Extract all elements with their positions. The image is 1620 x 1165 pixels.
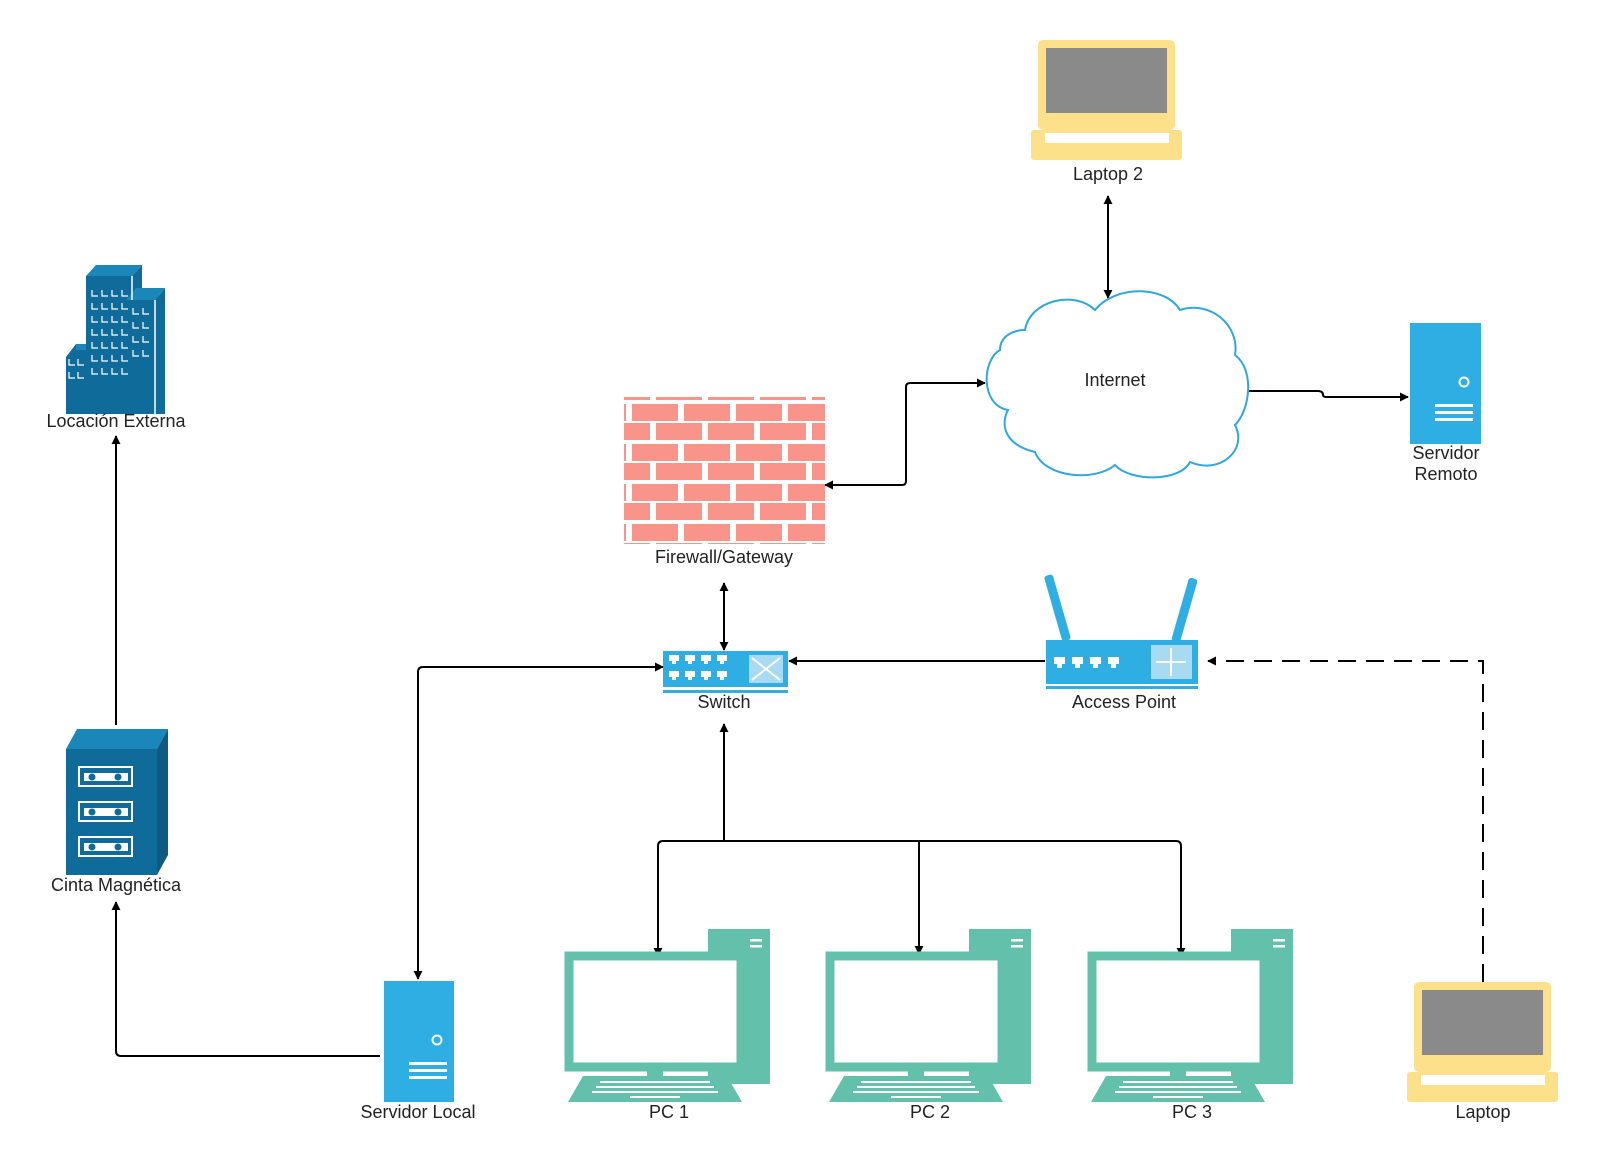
servidor-remoto-label-1: Servidor <box>1412 443 1479 463</box>
laptop-icon <box>1031 40 1182 160</box>
switch-icon <box>663 651 788 693</box>
node-servidor-local[interactable]: Servidor Local <box>360 981 476 1122</box>
switch-label: Switch <box>697 692 750 712</box>
edge-switch-servidor-local <box>413 662 664 980</box>
node-switch[interactable]: Switch <box>663 651 788 712</box>
laptop2-label: Laptop 2 <box>1073 164 1143 184</box>
locacion-externa-label: Locación Externa <box>46 411 186 431</box>
pc3-label: PC 3 <box>1172 1102 1212 1122</box>
node-cinta[interactable]: Cinta Magnética <box>51 729 182 895</box>
node-pc3[interactable]: PC 3 <box>1087 929 1293 1122</box>
node-servidor-remoto[interactable]: Servidor Remoto <box>1410 323 1481 484</box>
internet-label: Internet <box>1084 370 1145 390</box>
connectors <box>111 195 1484 1057</box>
laptop-icon <box>1407 982 1558 1102</box>
edge-laptop-accesspoint <box>1207 656 1484 982</box>
server-icon <box>1410 323 1481 444</box>
node-laptop2[interactable]: Laptop 2 <box>1031 40 1182 184</box>
node-locacion-externa[interactable]: Locación Externa <box>46 265 187 431</box>
edge-internet-firewall <box>824 378 986 490</box>
node-pc2[interactable]: PC 2 <box>825 929 1031 1122</box>
servidor-local-label: Servidor Local <box>360 1102 475 1122</box>
node-access-point[interactable]: Access Point <box>1044 574 1198 712</box>
pc2-label: PC 2 <box>910 1102 950 1122</box>
cloud-icon <box>985 290 1250 479</box>
firewall-icon <box>624 397 825 544</box>
tape-library-icon <box>66 729 168 875</box>
firewall-label: Firewall/Gateway <box>655 547 793 567</box>
edge-internet-servidor-remoto <box>1232 386 1409 402</box>
node-laptop[interactable]: Laptop <box>1407 982 1558 1122</box>
office-buildings-icon <box>66 265 165 414</box>
wireless-router-icon <box>1044 574 1198 689</box>
node-firewall[interactable]: Firewall/Gateway <box>624 397 825 567</box>
desktop-pc-icon <box>1087 929 1293 1102</box>
access-point-label: Access Point <box>1072 692 1176 712</box>
node-pc1[interactable]: PC 1 <box>564 929 770 1122</box>
desktop-pc-icon <box>564 929 770 1102</box>
pc1-label: PC 1 <box>649 1102 689 1122</box>
node-internet[interactable]: Internet <box>985 290 1250 479</box>
servidor-remoto-label-2: Remoto <box>1414 464 1477 484</box>
laptop-label: Laptop <box>1455 1102 1510 1122</box>
cinta-label: Cinta Magnética <box>51 875 182 895</box>
server-icon <box>384 981 454 1102</box>
edge-servidorlocal-cinta <box>111 901 380 1057</box>
desktop-pc-icon <box>825 929 1031 1102</box>
